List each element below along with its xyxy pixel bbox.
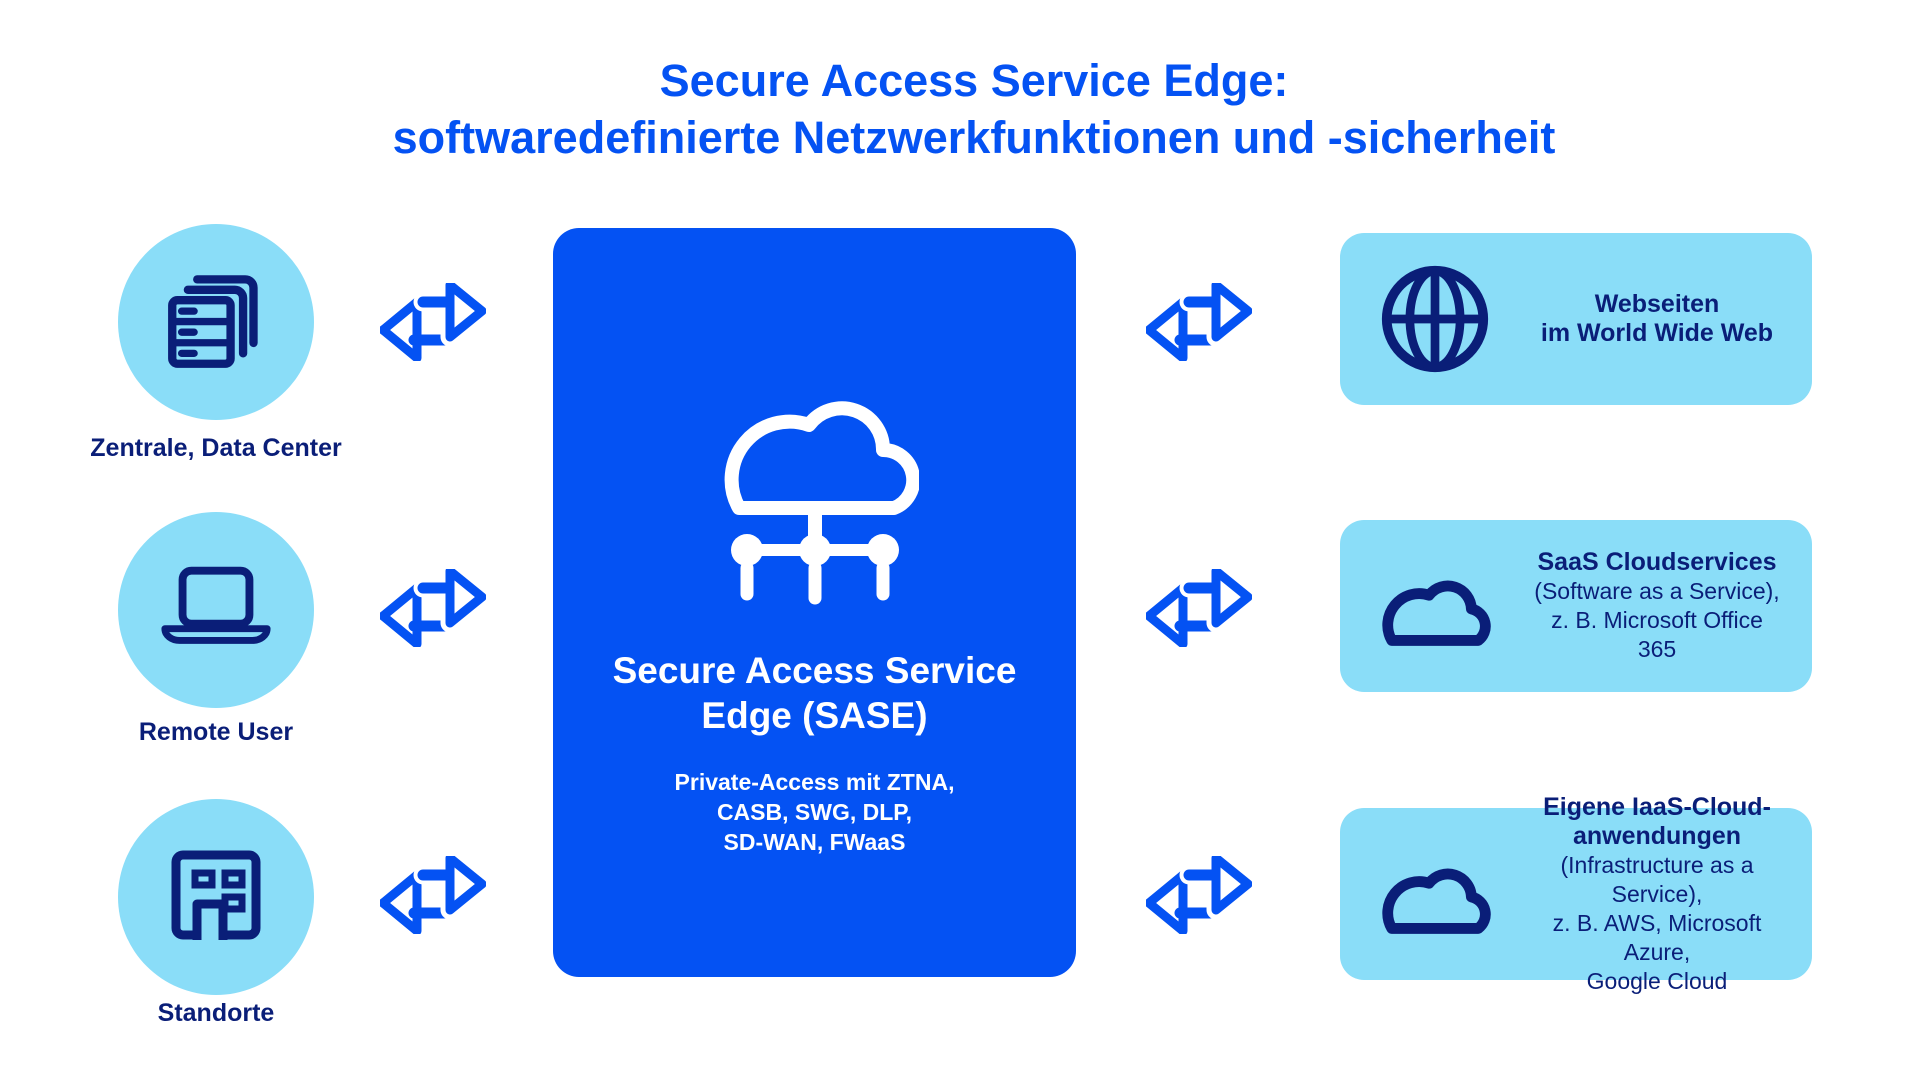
sase-center-box: Secure Access Service Edge (SASE) Privat…: [553, 228, 1076, 977]
node-webseiten-text: Webseiten im World Wide Web: [1530, 290, 1812, 348]
saas-bold-line1: SaaS Cloudservices: [1537, 548, 1777, 576]
node-saas: SaaS Cloudservices (Software as a Servic…: [1340, 520, 1812, 692]
bidirectional-arrows-icon: [378, 561, 492, 649]
center-box-title-line1: Secure Access Service: [612, 650, 1017, 691]
page-title-line1: Secure Access Service Edge:: [659, 55, 1289, 106]
node-remote-user: [118, 512, 314, 708]
node-zentrale-data-center: [118, 224, 314, 420]
globe-icon: [1340, 263, 1530, 375]
iaas-line3: Google Cloud: [1586, 967, 1728, 994]
cloud-icon: [1340, 563, 1530, 649]
server-stack-icon: [166, 270, 266, 375]
node-label-zentrale: Zentrale, Data Center: [90, 434, 342, 462]
node-webseiten: Webseiten im World Wide Web: [1340, 233, 1812, 405]
node-iaas-text: Eigene IaaS-Cloud- anwendungen (Infrastr…: [1530, 793, 1812, 996]
node-iaas: Eigene IaaS-Cloud- anwendungen (Infrastr…: [1340, 793, 1812, 994]
node-standorte: [118, 799, 314, 995]
iaas-line2: z. B. AWS, Microsoft Azure,: [1552, 909, 1762, 965]
cloud-network-icon: [711, 388, 921, 615]
webseiten-bold-line2: im World Wide Web: [1540, 319, 1774, 347]
node-saas-text: SaaS Cloudservices (Software as a Servic…: [1530, 548, 1812, 664]
saas-line2: z. B. Microsoft Office 365: [1551, 607, 1763, 662]
cloud-icon: [1340, 851, 1530, 937]
center-box-subtitle-line1: Private-Access mit ZTNA,: [674, 769, 955, 795]
node-label-standorte: Standorte: [157, 999, 275, 1027]
iaas-bold-line2: anwendungen: [1572, 821, 1742, 850]
center-box-subtitle: Private-Access mit ZTNA, CASB, SWG, DLP,…: [553, 767, 1076, 857]
laptop-icon: [157, 562, 275, 659]
bidirectional-arrows-icon: [378, 848, 492, 936]
iaas-line1: (Infrastructure as a Service),: [1560, 851, 1754, 907]
center-box-title: Secure Access Service Edge (SASE): [553, 648, 1076, 738]
page-title-line2: softwaredefinierte Netzwerkfunktionen un…: [392, 112, 1556, 163]
page-title: Secure Access Service Edge: softwaredefi…: [14, 52, 1920, 166]
bidirectional-arrows-icon: [1144, 848, 1258, 936]
building-icon: [168, 847, 264, 948]
center-box-subtitle-line2: CASB, SWG, DLP,: [716, 799, 913, 825]
center-box-title-line2: Edge (SASE): [701, 695, 928, 736]
bidirectional-arrows-icon: [1144, 275, 1258, 363]
saas-line1: (Software as a Service),: [1534, 578, 1780, 604]
iaas-bold-line1: Eigene IaaS-Cloud-: [1543, 792, 1771, 821]
node-label-remote-user: Remote User: [138, 718, 294, 746]
center-box-subtitle-line3: SD-WAN, FWaaS: [723, 829, 906, 855]
webseiten-bold-line1: Webseiten: [1594, 290, 1720, 318]
bidirectional-arrows-icon: [378, 275, 492, 363]
bidirectional-arrows-icon: [1144, 561, 1258, 649]
